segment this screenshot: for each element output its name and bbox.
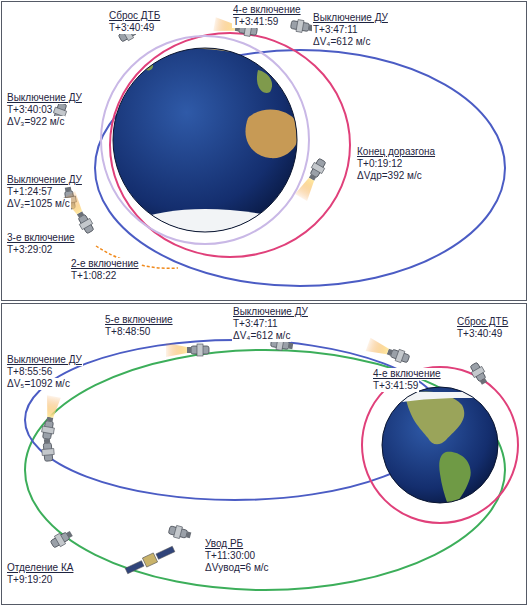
event-label: Выключение ДУ [6,92,83,104]
event-label: 5-е включение [104,314,174,326]
value-label: ΔV₄=612 м/с [232,330,291,342]
value-label: ΔV₃=922 м/с [6,116,65,128]
event-label: Выключение ДУ [6,354,83,366]
value-label: ΔV₅=1092 м/с [6,378,71,390]
value-label: T+3:40:49 [108,22,155,34]
value-label: T+3:41:59 [232,16,279,28]
event-label: Сброс ДТБ [456,316,509,328]
value-label: T+1:08:22 [70,270,117,282]
event-label: Увод РБ [204,538,244,550]
event-label: 4-е включение [232,4,302,16]
value-label: T+1:24:57 [6,186,53,198]
event-label: Конец доразгона [356,146,436,158]
event-label: 4-е включение [372,368,442,380]
value-label: T+3:47:11 [312,24,359,36]
value-label: T+3:41:59 [372,380,419,392]
event-label: Выключение ДУ [232,306,309,318]
value-label: T+9:19:20 [6,574,53,586]
value-label: ΔV₂=1025 м/с [6,198,71,210]
event-label: Выключение ДУ [312,12,389,24]
event-label: Выключение ДУ [6,174,83,186]
event-label: 3-е включение [6,232,76,244]
value-label: ΔVувод=6 м/с [204,562,270,574]
event-label: Сброс ДТБ [108,10,161,22]
value-label: T+8:55:56 [6,366,53,378]
value-label: T+3:40:03 [6,104,53,116]
value-label: ΔVдр=392 м/с [356,170,423,182]
value-label: T+3:29:02 [6,244,53,256]
value-label: T+3:47:11 [232,318,279,330]
event-label: 2-е включение [70,258,140,270]
value-label: T+0:19:12 [356,158,403,170]
value-label: T+11:30:00 [204,550,256,562]
value-label: T+8:48:50 [104,326,151,338]
value-label: T+3:40:49 [456,328,503,340]
value-label: ΔV₄=612 м/с [312,36,371,48]
event-label: Отделение КА [6,562,74,574]
